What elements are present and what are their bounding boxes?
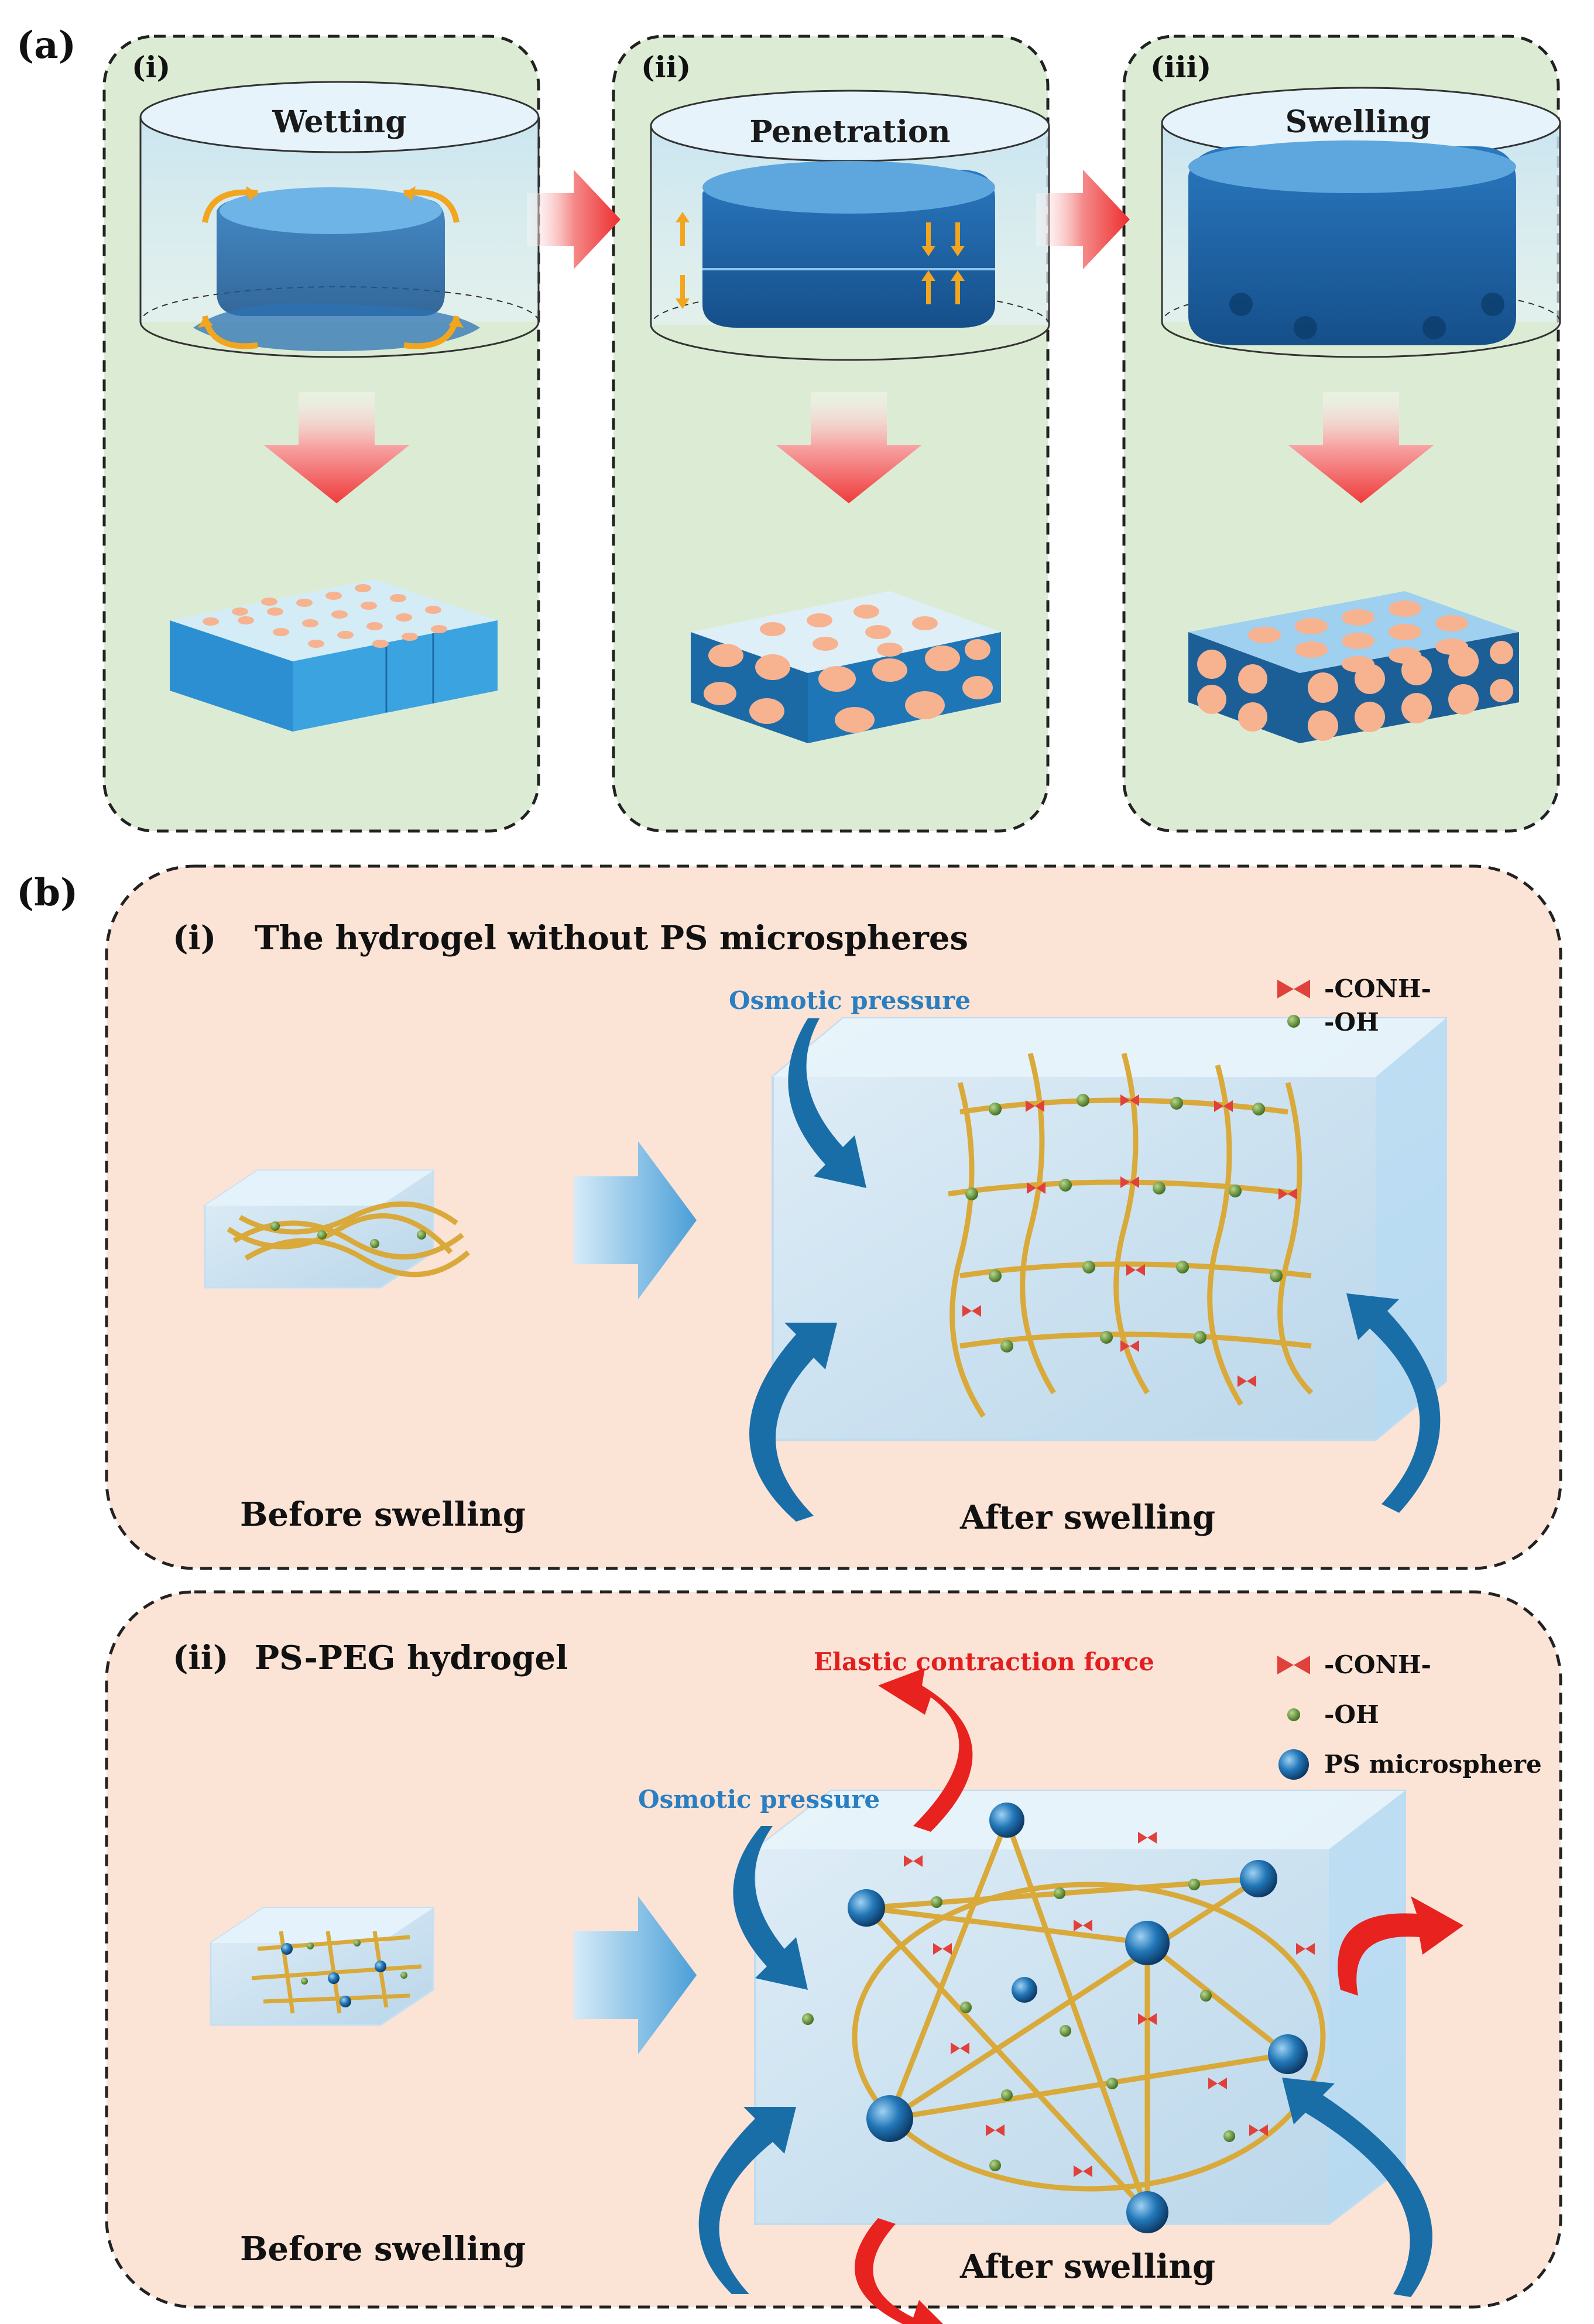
legend-conh-label-i: -CONH- [1324,974,1431,1003]
part-i-title: The hydrogel without PS microspheres [255,919,969,957]
before-gel-ii [210,1907,434,2026]
legend-conh-label-ii: -CONH- [1324,1650,1431,1679]
step-iii-roman: (iii) [1150,50,1212,84]
step-i-title: Wetting [272,104,407,140]
legend-ps-symbol-ii [1278,1749,1309,1780]
panel-b-label: (b) [16,871,78,915]
block-swelling [1188,591,1519,743]
legend-oh-label-ii: -OH [1324,1700,1379,1729]
step-ii-roman: (ii) [641,50,691,84]
arrow-step-1-to-2 [527,170,621,269]
part-i-roman: (i) [173,919,217,957]
elastic-label-ii: Elastic contraction force [814,1647,1154,1676]
legend-conh-symbol-i [1277,980,1310,998]
arrow-down-1 [263,392,410,503]
legend-oh-symbol-i [1287,1015,1300,1028]
beaker-penetration [650,90,1050,361]
step-iii-title: Swelling [1285,104,1431,140]
osmotic-arrows-ii [698,1826,1432,2297]
step-i-roman: (i) [132,50,171,84]
block-penetration [691,591,1001,743]
beaker-wetting [139,81,540,358]
legend-ps-label-ii: PS microsphere [1324,1750,1542,1779]
osmotic-label-i: Osmotic pressure [729,986,971,1015]
panel-a-label: (a) [16,23,77,67]
step-ii-title: Penetration [749,114,951,150]
beaker-swelling [1161,87,1561,358]
arrow-down-3 [1288,392,1434,503]
before-caption-i: Before swelling [240,1495,526,1534]
block-wetting [170,579,498,732]
after-gel-i [772,1017,1447,1441]
elastic-arrows-ii [855,1668,1463,2324]
arrow-down-2 [776,392,922,503]
after-caption-ii: After swelling [960,2247,1216,2286]
blue-arrow-i [574,1141,697,1299]
osmotic-arrows-i [749,1018,1441,1522]
part-ii-title: PS-PEG hydrogel [255,1639,568,1677]
legend-oh-symbol-ii [1287,1708,1300,1721]
legend-oh-label-i: -OH [1324,1008,1379,1036]
before-caption-ii: Before swelling [240,2230,526,2268]
after-gel-ii [754,1790,1406,2233]
after-caption-i: After swelling [960,1498,1216,1537]
part-ii-roman: (ii) [173,1639,229,1677]
blue-arrow-ii [574,1896,697,2054]
legend-conh-symbol-ii [1277,1656,1310,1674]
arrow-step-2-to-3 [1036,170,1130,269]
osmotic-label-ii: Osmotic pressure [638,1785,880,1814]
before-gel-i [204,1169,470,1289]
